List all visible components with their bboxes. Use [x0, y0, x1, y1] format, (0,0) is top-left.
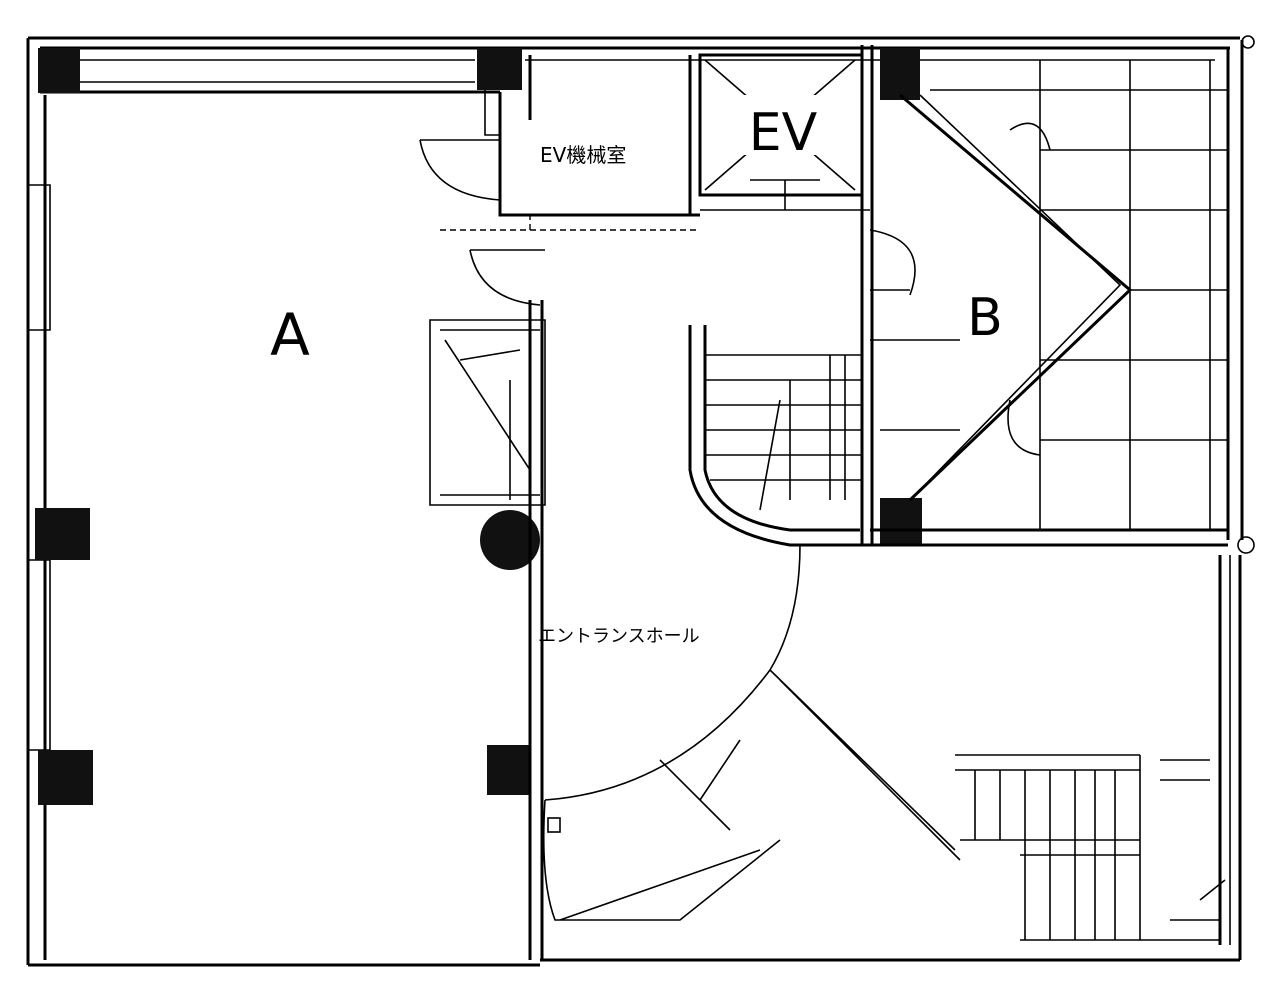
room-b-walls: [860, 45, 1228, 547]
column: [477, 48, 522, 90]
staircase: [688, 325, 870, 547]
entrance-hall-label: エントランスホール: [538, 626, 700, 647]
column: [35, 508, 90, 560]
room-b-label: B: [967, 288, 1003, 348]
outer-walls: [26, 35, 1255, 967]
column: [480, 510, 540, 570]
column: [38, 750, 93, 805]
room-a-walls: [429, 249, 546, 960]
column: [487, 745, 529, 795]
column: [880, 48, 920, 100]
columns: [35, 48, 922, 805]
elevator-label: EV: [749, 103, 818, 163]
room-a-label: A: [270, 301, 310, 369]
ev-machine-room: [419, 55, 700, 231]
column: [880, 498, 922, 546]
column: [38, 48, 80, 93]
entrance-hall-walls: [540, 544, 1240, 962]
ev-machine-room-label: EV機械室: [540, 143, 626, 167]
lower-staircase: [955, 754, 1226, 941]
